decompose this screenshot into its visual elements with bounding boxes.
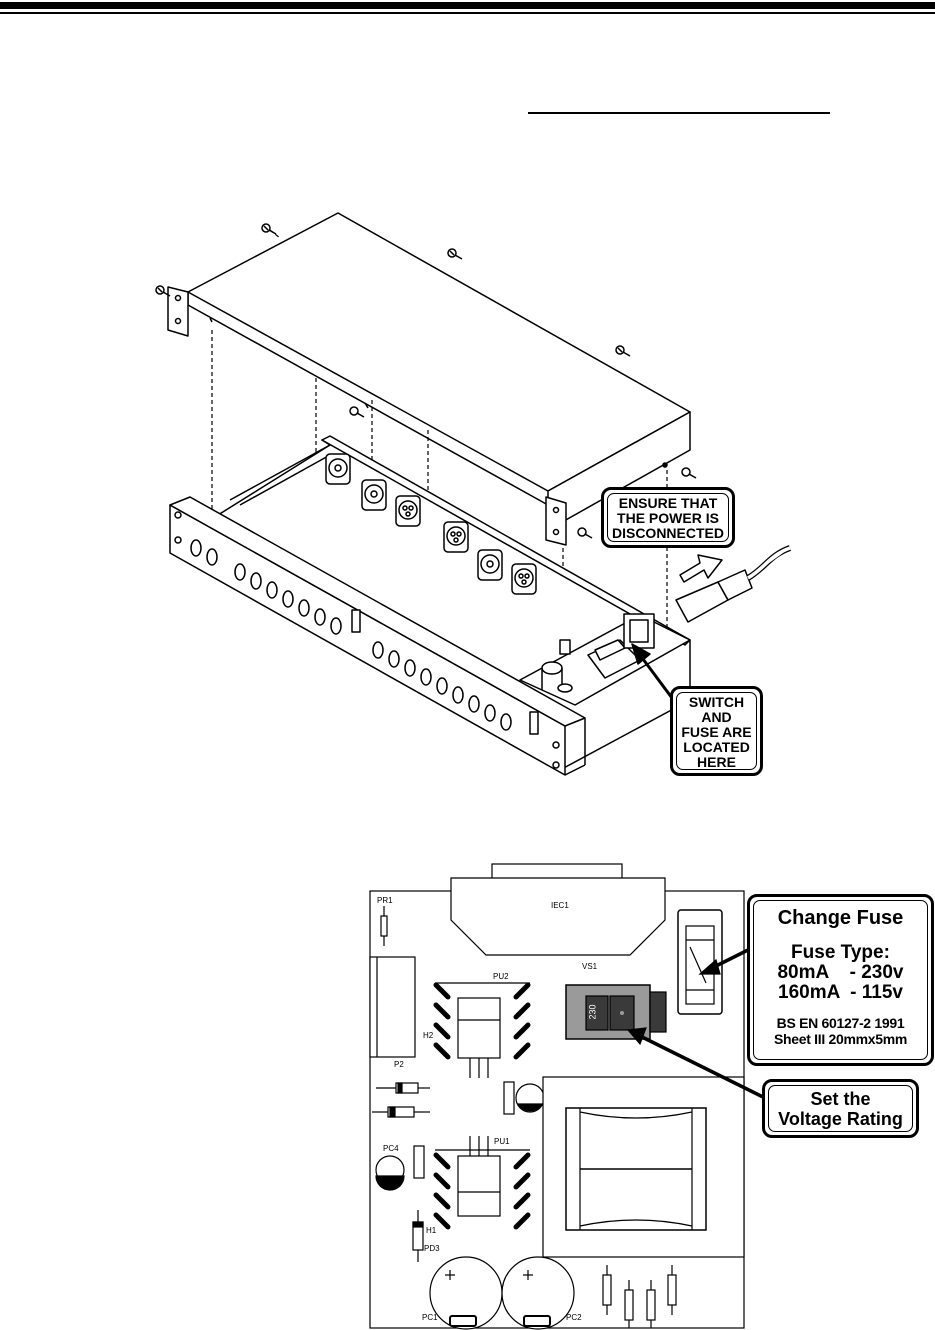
power-warning-line-2: THE POWER IS <box>617 510 719 526</box>
voltage-line-1: Set the <box>810 1089 871 1109</box>
pc4-capacitor <box>375 1155 405 1185</box>
screws <box>155 223 697 539</box>
label-pu1: PU1 <box>494 1137 510 1146</box>
heading-underline <box>528 112 830 114</box>
power-warning-line-1: ENSURE THAT <box>618 495 718 511</box>
rear-connectors <box>325 453 537 595</box>
change-fuse-title: Change Fuse <box>777 907 904 929</box>
pu1-heatsink <box>433 1152 531 1230</box>
pu2-heatsink <box>433 982 531 1060</box>
exploded-unit-illustration <box>155 212 792 776</box>
pu2-regulator <box>457 997 501 1059</box>
bottom-resistors <box>602 1265 677 1328</box>
power-warning-callout: ENSURE THAT THE POWER IS DISCONNECTED <box>601 487 735 548</box>
header-rule <box>0 2 935 14</box>
transformer <box>542 1076 745 1258</box>
fuse-rating-115: 160mA - 115v <box>778 982 903 1003</box>
label-pd3: PD3 <box>424 1244 440 1253</box>
location-line-1: SWITCH <box>688 694 745 710</box>
fuse-type-label: Fuse Type: <box>791 942 890 963</box>
power-warning-line-3: DISCONNECTED <box>611 525 724 541</box>
label-h2: H2 <box>423 1031 434 1040</box>
voltage-rating-callout: Set the Voltage Rating <box>762 1079 919 1138</box>
fuse-standard: BS EN 60127-2 1991 <box>776 1015 905 1031</box>
location-arrow-head <box>631 643 651 665</box>
location-line-2: AND <box>701 709 732 725</box>
label-pc1: PC1 <box>422 1313 438 1322</box>
iec-socket <box>450 877 666 956</box>
label-pc2: PC2 <box>566 1313 582 1322</box>
p2-block <box>369 956 416 1058</box>
fuse-holder <box>677 909 723 1015</box>
pc1-capacitor <box>429 1256 503 1330</box>
front-knobs <box>190 539 539 735</box>
internal-components <box>519 613 691 706</box>
label-pu2: PU2 <box>493 972 509 981</box>
switch-location-callout: SWITCH AND FUSE ARE LOCATED HERE <box>670 686 763 776</box>
label-iec1: IEC1 <box>551 901 569 910</box>
change-fuse-callout: Change Fuse Fuse Type: 80mA - 230v 160mA… <box>747 894 934 1066</box>
pu1-regulator <box>457 1155 501 1217</box>
power-plug <box>675 545 792 623</box>
pcb-board-outline <box>369 890 745 1329</box>
switch-230-label: 230 <box>587 1004 598 1020</box>
label-pc4: PC4 <box>383 1144 399 1153</box>
location-line-4: LOCATED <box>683 739 750 755</box>
label-pr1: PR1 <box>377 896 393 905</box>
voltage-switch-body <box>565 984 651 1040</box>
small-capacitor <box>515 1083 545 1113</box>
label-p2: P2 <box>394 1060 404 1069</box>
pc2-capacitor <box>501 1256 575 1330</box>
label-vs1: VS1 <box>582 962 598 971</box>
voltage-line-2: Voltage Rating <box>778 1109 903 1129</box>
label-h1: H1 <box>426 1226 437 1235</box>
callout-arrows <box>638 654 674 699</box>
fuse-sheet: Sheet III 20mmx5mm <box>773 1031 908 1047</box>
fuse-rating-230: 80mA - 230v <box>777 962 904 983</box>
top-cover <box>167 212 691 546</box>
location-line-5: HERE <box>697 754 736 770</box>
location-line-3: FUSE ARE <box>681 724 752 740</box>
